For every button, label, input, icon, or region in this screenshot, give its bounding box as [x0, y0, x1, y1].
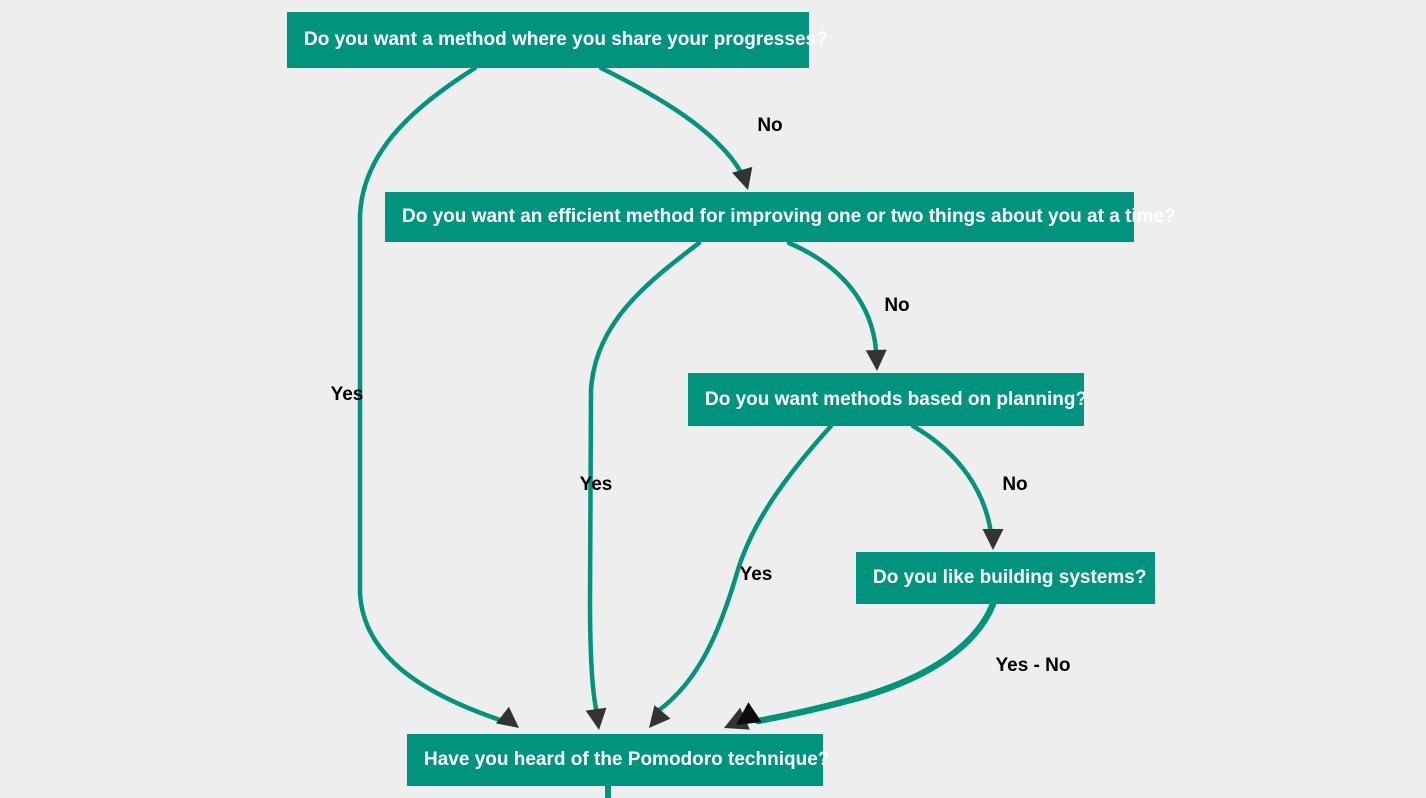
arrowhead-icon — [585, 707, 607, 730]
arrowhead-icon — [495, 706, 519, 728]
edge-share-yes-line — [357, 65, 509, 725]
arrowhead-icon — [982, 529, 1004, 550]
edge-planning-no-line — [910, 423, 995, 545]
node-question-planning: Do you want methods based on planning? — [688, 373, 1088, 426]
edge-planning-yes-line — [655, 423, 834, 714]
edge-label-share-no: No — [757, 115, 783, 136]
node-label: Do you want methods based on planning? — [705, 388, 1088, 410]
edge-label-efficient-yes: Yes — [579, 474, 613, 495]
arrowhead-icon — [736, 702, 762, 725]
edge-label-share-yes: Yes — [330, 384, 364, 405]
node-label: Do you want a method where you share you… — [304, 29, 828, 50]
node-question-pomodoro: Have you heard of the Pomodoro technique… — [407, 734, 829, 786]
edge-share-no-line — [598, 65, 747, 181]
edge-efficient-yes-line — [587, 240, 702, 720]
arrowhead-icon — [865, 349, 887, 371]
edge-efficient-no-line — [786, 240, 879, 353]
node-question-efficient-method: Do you want an efficient method for impr… — [385, 192, 1176, 242]
node-label: Do you like building systems? — [873, 567, 1147, 588]
node-label: Have you heard of the Pomodoro technique… — [424, 749, 830, 770]
node-label: Do you want an efficient method for impr… — [402, 206, 1176, 227]
arrowhead-icon — [732, 166, 753, 190]
edge-label-planning-yes: Yes — [739, 564, 773, 585]
node-question-building-systems: Do you like building systems? — [856, 552, 1155, 604]
edge-label-building-yesno: Yes - No — [995, 655, 1071, 676]
edge-building-yesno-line — [754, 600, 997, 725]
arrowhead-icon — [649, 705, 671, 728]
node-question-share-progress: Do you want a method where you share you… — [287, 12, 828, 68]
edge-label-planning-no: No — [1002, 474, 1028, 495]
edge-label-efficient-no: No — [884, 295, 910, 316]
